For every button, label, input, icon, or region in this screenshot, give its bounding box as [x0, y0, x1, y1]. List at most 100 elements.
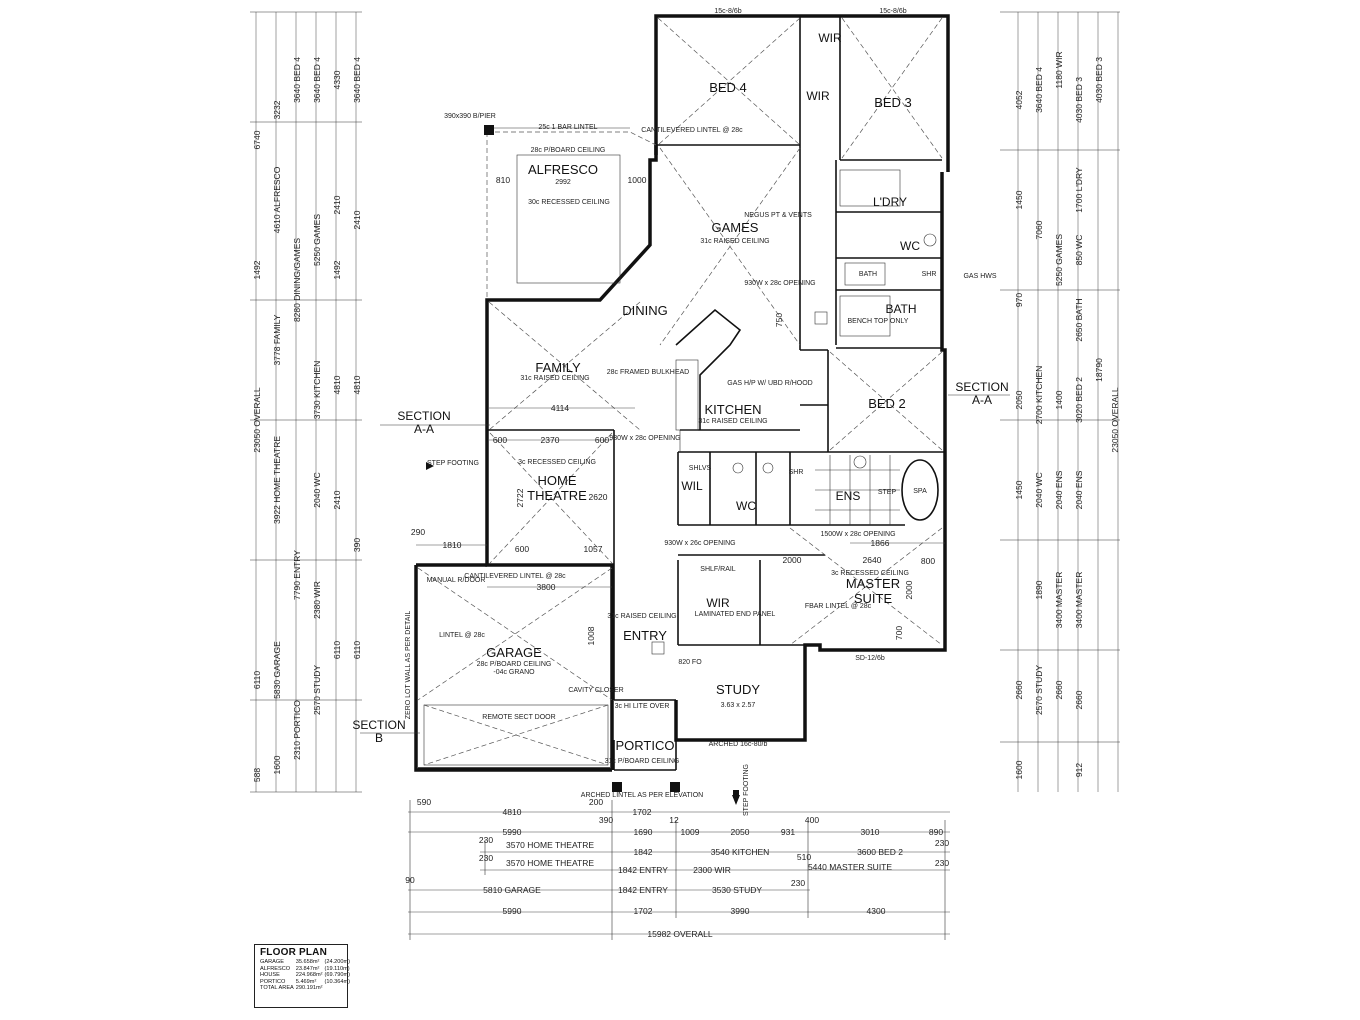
- bath-shower-icon: [839, 295, 891, 337]
- dim-left: 3640 BED 4: [292, 57, 302, 103]
- dim-bottom: 15982 OVERALL: [647, 929, 712, 939]
- note: 3.63 x 2.57: [721, 702, 756, 709]
- laundry-trough-icon: [839, 169, 901, 207]
- dim-inner: 3800: [537, 582, 556, 592]
- dim-inner: 4114: [551, 403, 570, 413]
- ensuite-tiles: [815, 455, 900, 525]
- dim-bottom: 230: [479, 835, 493, 845]
- dim-bottom: 230: [935, 838, 949, 848]
- dim-bottom: 5990: [503, 827, 522, 837]
- dim-bottom: 3010: [861, 827, 880, 837]
- dim-right: 7060: [1034, 220, 1044, 239]
- legend-row: HOUSE 224.968m² (69.790m): [260, 972, 352, 979]
- room-home-theatre-1: HOME: [538, 473, 577, 488]
- dim-left: 3640 BED 4: [312, 57, 322, 103]
- dim-left: 1492: [332, 260, 342, 279]
- dim-inner: 2000: [904, 580, 914, 599]
- legend-sq: (19.110m): [324, 965, 350, 972]
- dim-inner: 750: [774, 313, 784, 327]
- dim-bottom: 12: [669, 815, 679, 825]
- dim-right: 3640 BED 4: [1034, 67, 1044, 113]
- room-master-2: SUITE: [854, 591, 893, 606]
- dim-left: 2310 PORTICO: [292, 700, 302, 760]
- dim-right: 2050: [1014, 390, 1024, 409]
- dim-right: 1400: [1054, 390, 1064, 409]
- room-study: STUDY: [716, 682, 760, 697]
- dim-left: 3232: [272, 100, 282, 119]
- dim-inner: 2000: [783, 555, 802, 565]
- dim-left: 3778 FAMILY: [272, 314, 282, 365]
- garage-door: [418, 704, 610, 769]
- dim-right: 4030 BED 3: [1094, 57, 1104, 103]
- dim-right: 23050 OVERALL: [1110, 387, 1120, 452]
- bathtub-icon: [844, 262, 886, 286]
- note: LINTEL @ 28c: [439, 632, 485, 639]
- legend-area: 5.469m²: [295, 978, 317, 985]
- note: 3c RECESSED CEILING: [831, 570, 909, 577]
- note: MANUAL R/DOOR: [427, 577, 486, 584]
- dim-right: 1180 WIR: [1054, 51, 1064, 88]
- note: REMOTE SECT DOOR: [482, 714, 555, 721]
- dim-left: 2570 STUDY: [312, 665, 322, 715]
- dim-right: 2040 ENS: [1074, 470, 1084, 509]
- legend-sq: (24.200m): [324, 959, 351, 965]
- dim-left: 23050 OVERALL: [252, 387, 262, 452]
- left-dimension-strings: 6740 1492 23050 OVERALL 6110 588 3232 46…: [250, 11, 362, 793]
- dim-left: 2410: [332, 490, 342, 509]
- dim-left: 6110: [352, 641, 362, 660]
- dim-left: 1600: [272, 755, 282, 774]
- legend-name: ALFRESCO: [260, 965, 291, 972]
- note: 2992: [555, 179, 571, 186]
- dim-bottom: 931: [781, 827, 795, 837]
- dim-left: 2380 WIR: [312, 581, 322, 619]
- note: SD-12/6b: [855, 655, 885, 662]
- dim-right: 4052: [1014, 90, 1024, 109]
- room-family: FAMILY: [535, 360, 581, 375]
- portico-pier-left-icon: [612, 782, 622, 792]
- dim-left: 6110: [252, 671, 262, 690]
- dim-bottom: 5990: [503, 906, 522, 916]
- dim-right: 1450: [1014, 480, 1024, 499]
- section-aa-left: A-A: [414, 422, 434, 436]
- dim-left: 3730 KITCHEN: [312, 361, 322, 420]
- dim-bottom: 3990: [731, 906, 750, 916]
- note: 15c-8/6b: [714, 8, 741, 15]
- room-labels: BED 4 BED 3 WIR WIR ALFRESCO GAMES DININ…: [486, 31, 920, 753]
- note: CANTILEVERED LINTEL @ 28c: [464, 573, 566, 580]
- room-home-theatre-2: THEATRE: [527, 488, 587, 503]
- dim-bottom: 590: [417, 797, 431, 807]
- room-ens: ENS: [836, 489, 861, 503]
- brick-pier-icon: [484, 125, 494, 135]
- dim-right: 3400 MASTER: [1074, 572, 1084, 629]
- plan-notes: 25c 1 BAR LINTEL 390x390 B/PIER 28c P/BO…: [352, 8, 1008, 816]
- legend-area: 23.847m²: [295, 965, 320, 972]
- section-b: SECTION: [352, 718, 405, 732]
- dim-inner: 1866: [871, 538, 890, 548]
- room-wil: WIL: [681, 479, 703, 493]
- dim-bottom: 1690: [634, 827, 653, 837]
- dim-inner: 1008: [586, 626, 596, 645]
- bottom-dimension-strings: 590 4810 200 1702 390 12 5990 1690 1009 …: [405, 797, 950, 940]
- note: SHR: [922, 271, 937, 278]
- dim-inner: 1057: [584, 544, 603, 554]
- note: ZERO LOT WALL AS PER DETAIL: [405, 611, 412, 720]
- alfresco-outline: [484, 125, 657, 300]
- spa-bath-icon: [901, 459, 939, 521]
- note: 1500W x 28c OPENING: [820, 531, 895, 538]
- dim-left: 1492: [252, 260, 262, 279]
- dim-inner: 2620: [589, 492, 608, 502]
- dim-left: 2410: [332, 195, 342, 214]
- step-footing-arrow-icon: [426, 462, 434, 470]
- dim-right: 1600: [1014, 760, 1024, 779]
- note: 930W x 28c OPENING: [744, 280, 815, 287]
- legend-area: 290.191m²: [295, 985, 323, 992]
- room-wc-mid: WC: [736, 499, 756, 513]
- dim-bottom: 3540 KITCHEN: [711, 847, 770, 857]
- dim-bottom: 1702: [633, 807, 652, 817]
- note: BATH: [859, 271, 877, 278]
- note: CANTILEVERED LINTEL @ 28c: [641, 127, 743, 134]
- dim-left: 2410: [352, 210, 362, 229]
- dim-right: 2040 ENS: [1054, 470, 1064, 509]
- note: FBAR LINTEL @ 28c: [805, 603, 872, 610]
- note: 15c-8/6b: [879, 8, 906, 15]
